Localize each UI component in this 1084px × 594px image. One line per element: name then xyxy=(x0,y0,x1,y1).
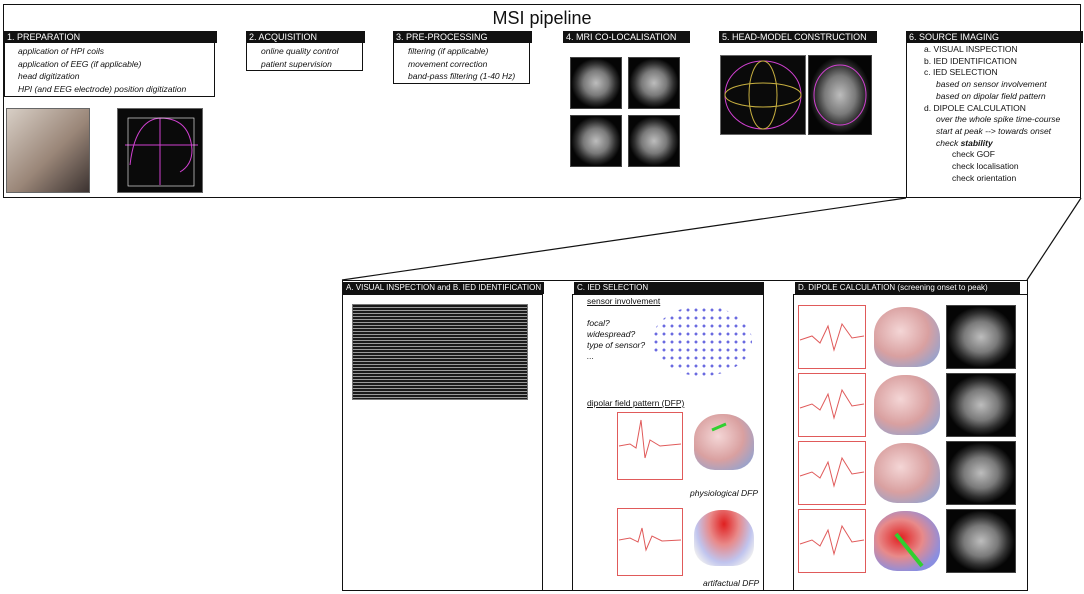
physiological-dfp-caption: physiological DFP xyxy=(690,488,759,498)
substep-whole-time-course: over the whole spike time-course xyxy=(936,114,1061,125)
list-item: patient supervision xyxy=(261,58,332,69)
stage-source-imaging-box xyxy=(906,42,1081,198)
stage-preprocessing-items: filtering (if applicable) movement corre… xyxy=(408,45,515,83)
dipole-mri-1 xyxy=(946,305,1016,369)
step-ied-selection: c. IED SELECTION xyxy=(924,67,998,78)
dipole-head-1 xyxy=(874,307,940,367)
dipole-waveform-2 xyxy=(798,373,866,437)
stage-preparation-items: application of HPI coils application of … xyxy=(18,45,186,95)
stage-source-imaging-header: 6. SOURCE IMAGING xyxy=(906,31,1083,43)
substep-check-stability: check stability xyxy=(924,138,1060,150)
substep-check-gof: check GOF xyxy=(952,149,995,160)
substep-check-orientation: check orientation xyxy=(952,172,1017,183)
artifactual-dfp-head xyxy=(694,510,754,566)
head-model-sphere-image xyxy=(720,55,806,135)
stage-preprocessing-header: 3. PRE-PROCESSING xyxy=(393,31,532,43)
head-model-mri-image xyxy=(808,55,872,135)
list-item: online quality control xyxy=(261,46,339,56)
sensor-array-image xyxy=(652,306,752,376)
physiological-waveform xyxy=(617,412,683,480)
dipole-head-3 xyxy=(874,443,940,503)
artifactual-waveform xyxy=(617,508,683,576)
list-item: band-pass filtering (1-40 Hz) xyxy=(408,71,516,81)
mri-coronal-image xyxy=(570,57,622,109)
source-imaging-steps: a. VISUAL INSPECTION b. IED IDENTIFICATI… xyxy=(924,44,1060,184)
dipole-mri-3 xyxy=(946,441,1016,505)
dfp-label: dipolar field pattern (DFP) xyxy=(587,398,685,408)
dipole-mri-4 xyxy=(946,509,1016,573)
step-ied-identification: b. IED IDENTIFICATION xyxy=(924,55,1017,66)
artifactual-dfp-caption: artifactual DFP xyxy=(703,578,760,588)
stage-acquisition-box xyxy=(246,42,363,71)
list-item: application of HPI coils xyxy=(18,46,104,56)
stage-preprocessing-box xyxy=(393,42,530,84)
list-item: focal? xyxy=(587,318,610,328)
list-item: ... xyxy=(587,351,595,361)
sensor-involvement-label: sensor involvement xyxy=(587,296,661,306)
list-item: head digitization xyxy=(18,71,80,81)
list-item: widespread? xyxy=(587,329,636,339)
panel-c-header: C. IED SELECTION xyxy=(574,282,764,294)
stability-word: stability xyxy=(960,137,993,148)
page-title: MSI pipeline xyxy=(492,8,592,28)
substep-dipolar-field: based on dipolar field pattern xyxy=(936,90,1046,101)
panel-ab-header: A. VISUAL INSPECTION and B. IED IDENTIFI… xyxy=(343,282,544,294)
mri-axial-image xyxy=(570,115,622,167)
stage-acquisition-items: online quality control patient supervisi… xyxy=(261,45,339,70)
stage-preparation-box xyxy=(4,42,215,97)
sensor-questions: focal? widespread? type of sensor? ... xyxy=(587,318,645,362)
list-item: application of EEG (if applicable) xyxy=(18,58,142,69)
list-item: filtering (if applicable) xyxy=(408,46,489,56)
stage-head-model-header: 5. HEAD-MODEL CONSTRUCTION xyxy=(719,31,877,43)
meg-traces-image xyxy=(352,304,528,400)
dipole-head-2 xyxy=(874,375,940,435)
check-prefix: check xyxy=(936,137,961,148)
list-item: type of sensor? xyxy=(587,340,646,350)
list-item: HPI (and EEG electrode) position digitiz… xyxy=(18,83,187,94)
mri-3d-image xyxy=(628,115,680,167)
list-item: movement correction xyxy=(408,58,488,69)
step-dipole-calculation: d. DIPOLE CALCULATION xyxy=(924,102,1026,113)
mri-sagittal-image xyxy=(628,57,680,109)
substep-check-localisation: check localisation xyxy=(952,161,1019,172)
dipole-mri-2 xyxy=(946,373,1016,437)
stage-acquisition-header: 2. ACQUISITION xyxy=(246,31,365,43)
patient-preparation-photo xyxy=(6,108,90,193)
substep-sensor-involvement: based on sensor involvement xyxy=(936,79,1047,90)
step-visual-inspection: a. VISUAL INSPECTION xyxy=(924,44,1018,54)
stage-preparation-header: 1. PREPARATION xyxy=(4,31,217,43)
substep-peak-to-onset: start at peak --> towards onset xyxy=(936,125,1052,136)
stage-mri-colocalisation-header: 4. MRI CO-LOCALISATION xyxy=(563,31,690,43)
panel-d-header: D. DIPOLE CALCULATION (screening onset t… xyxy=(795,282,1020,294)
dipole-head-4 xyxy=(874,511,940,571)
